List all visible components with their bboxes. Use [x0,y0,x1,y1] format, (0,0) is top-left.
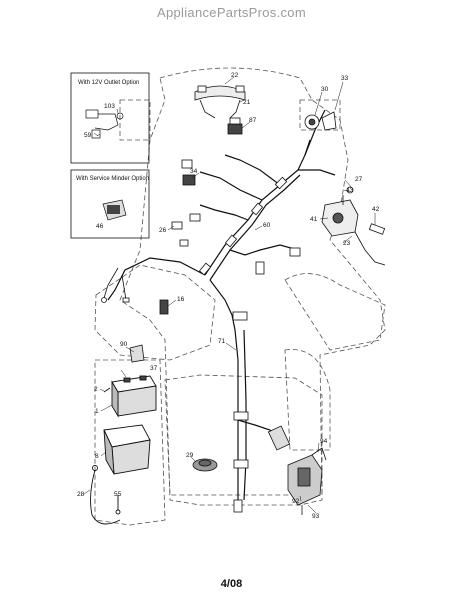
callout-26: 26 [159,227,167,234]
callouts [83,76,376,514]
callout-41: 41 [310,216,318,223]
component-22 [194,85,246,119]
callout-94: 94 [320,438,328,445]
callout-46: 46 [96,223,104,230]
callout-labels: 22 21 33 30 87 103 59 46 34 27 43 41 42 … [77,72,380,520]
callout-90: 90 [120,341,128,348]
callout-23: 23 [343,240,351,247]
component-30 [304,111,337,131]
harness-plug [233,425,291,513]
component-87 [227,117,243,135]
callout-43: 43 [346,187,354,194]
minder-option-box: With Service Minder Option [70,169,150,239]
callout-42: 42 [372,206,380,213]
component-34 [181,159,196,186]
callout-93: 93 [312,513,320,520]
callout-21: 21 [243,99,251,106]
outlet-option-box: With 12V Outlet Option [70,72,150,164]
callout-71: 71 [218,338,226,345]
component-16 [159,299,169,315]
callout-22: 22 [231,72,239,79]
callout-2: 2 [94,386,98,393]
component-26 [171,213,201,247]
ground-lead [101,267,130,303]
callout-27: 27 [355,176,363,183]
callout-1: 1 [95,408,99,415]
callout-30: 30 [321,86,329,93]
callout-34: 34 [190,168,198,175]
callout-29: 29 [186,452,194,459]
callout-87: 87 [249,117,257,124]
chassis-outline [94,67,386,526]
minder-option-title: With Service Minder Option [76,176,149,182]
solenoid-41 [321,186,386,266]
callout-28: 28 [77,491,85,498]
battery [103,375,157,418]
watermark: AppliancePartsPros.com [157,5,306,20]
callout-92: 92 [292,498,300,505]
callout-8: 8 [95,453,99,460]
callout-37: 37 [150,365,158,372]
harness-clamps [198,176,288,469]
connector-60 [255,247,301,275]
outlet-option-title: With 12V Outlet Option [78,80,139,86]
battery-tray [103,424,151,475]
component-29 [192,458,218,472]
component-90 [129,344,145,363]
callout-33: 33 [341,75,349,82]
callout-59: 59 [84,132,92,139]
main-harness [107,109,336,501]
callout-103: 103 [104,103,115,110]
component-94 [287,447,327,515]
callout-60: 60 [263,222,271,229]
callout-55: 55 [114,491,122,498]
page-number: 4/08 [220,578,243,590]
callout-16: 16 [177,296,185,303]
